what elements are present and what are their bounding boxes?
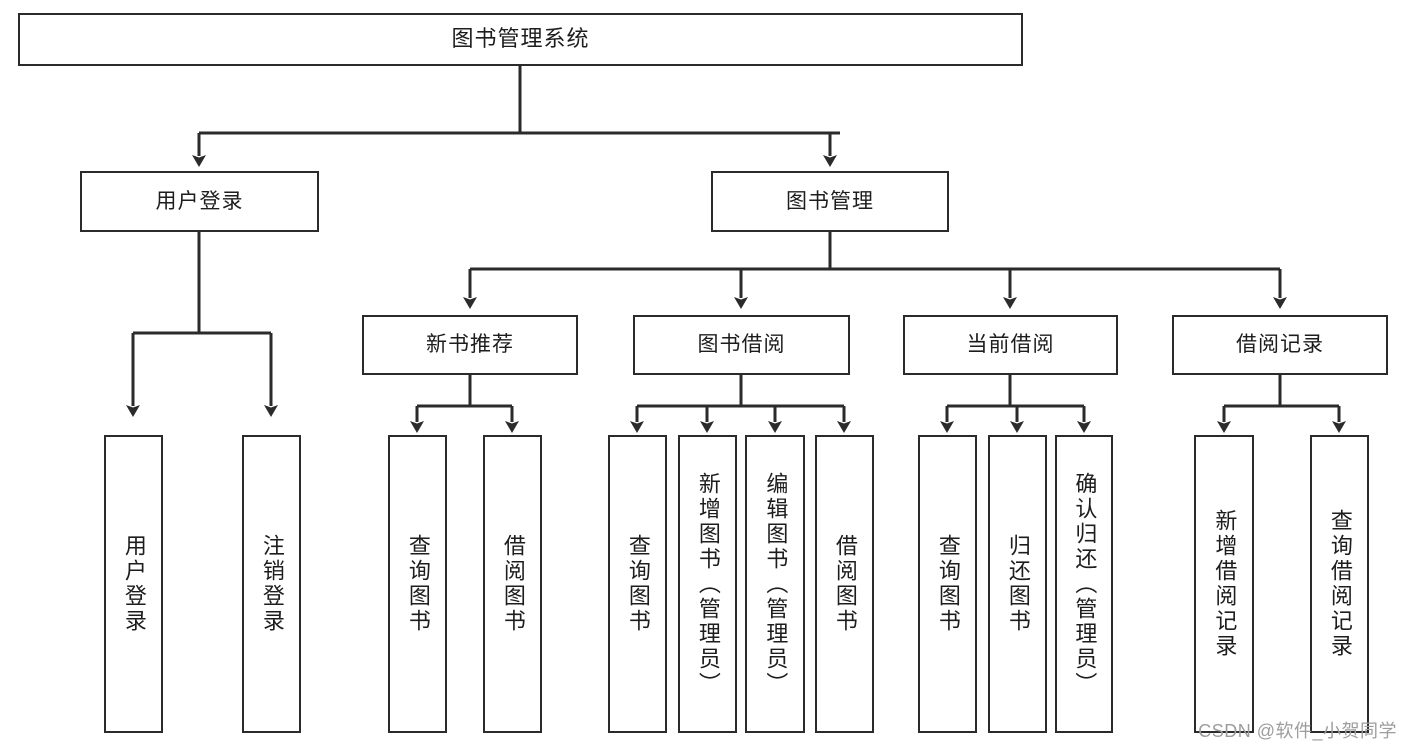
node-label: 查询图书 [625,534,651,634]
leaf-recommend-borrow-book[interactable]: 借阅图书 [483,435,542,733]
leaf-record-add-record[interactable]: 新增借阅记录 [1194,435,1254,733]
leaf-current-query-book[interactable]: 查询图书 [918,435,977,733]
leaf-borrow-add-book[interactable]: 新增图书（管理员） [678,435,737,733]
node-label: 新增借阅记录 [1212,509,1238,659]
node-book-management[interactable]: 图书管理 [711,171,949,232]
node-label: 借阅图书 [832,534,858,634]
leaf-borrow-query-book[interactable]: 查询图书 [608,435,667,733]
node-label: 编辑图书（管理员） [763,471,789,697]
leaf-recommend-query-book[interactable]: 查询图书 [388,435,447,733]
node-label: 用户登录 [155,189,244,213]
node-label: 借阅记录 [1236,333,1324,357]
node-label: 借阅图书 [500,534,526,634]
leaf-borrow-edit-book[interactable]: 编辑图书（管理员） [745,435,805,733]
node-label: 注销登录 [259,534,285,634]
node-label: 查询借阅记录 [1327,509,1353,659]
node-label: 图书借阅 [697,333,786,357]
node-label: 确认归还（管理员） [1072,471,1098,697]
node-label: 归还图书 [1005,534,1031,634]
leaf-user-login-login[interactable]: 用户登录 [104,435,163,733]
node-user-login[interactable]: 用户登录 [80,171,319,232]
node-current-borrow[interactable]: 当前借阅 [903,315,1118,375]
leaf-user-login-logout[interactable]: 注销登录 [242,435,301,733]
node-label: 用户登录 [121,534,147,634]
node-borrow-record[interactable]: 借阅记录 [1172,315,1388,375]
node-label: 当前借阅 [966,333,1055,357]
node-label: 图书管理 [786,189,874,213]
node-label: 查询图书 [405,534,431,634]
leaf-record-query-record[interactable]: 查询借阅记录 [1310,435,1369,733]
node-label: 查询图书 [935,534,961,634]
node-root-system[interactable]: 图书管理系统 [18,13,1023,66]
node-label: 图书管理系统 [451,26,590,52]
node-label: 新增图书（管理员） [695,471,721,697]
leaf-current-return-book[interactable]: 归还图书 [988,435,1047,733]
node-label: 新书推荐 [426,333,514,357]
leaf-borrow-borrow-book[interactable]: 借阅图书 [815,435,874,733]
node-new-book-recommend[interactable]: 新书推荐 [362,315,578,375]
leaf-current-confirm-return[interactable]: 确认归还（管理员） [1055,435,1113,733]
node-book-borrow[interactable]: 图书借阅 [633,315,850,375]
watermark: CSDN @软件_小贺同学 [1198,721,1397,741]
